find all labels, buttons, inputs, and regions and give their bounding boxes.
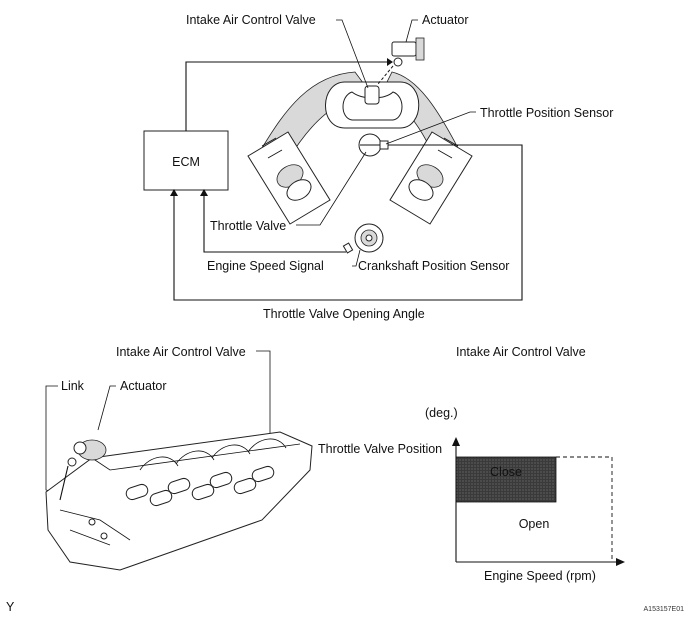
- iacv-leader: [336, 19, 369, 89]
- actuator-leader: [405, 19, 418, 43]
- system-diagram: ECM: [143, 13, 613, 321]
- manifold-actuator: [59, 439, 107, 501]
- engine-speed-line: [203, 190, 346, 253]
- ecm-box: ECM: [143, 130, 229, 191]
- label-crankshaft-position-sensor: Crankshaft Position Sensor: [358, 259, 509, 273]
- throttle-valve-leader: [296, 151, 367, 226]
- label-actuator: Actuator: [422, 13, 469, 27]
- throttle-angle-line: [173, 144, 523, 301]
- label-intake-air-control-valve: Intake Air Control Valve: [186, 13, 316, 27]
- graph-x-axis-label: Engine Speed (rpm): [484, 569, 596, 583]
- actuator-illustration: [377, 37, 425, 85]
- ecm-to-actuator-line: [185, 61, 392, 131]
- label-actuator-bottom: Actuator: [120, 379, 167, 393]
- ecm-label: ECM: [172, 155, 200, 169]
- ckp-leader: [352, 249, 361, 267]
- open-region-boundary: [556, 456, 613, 562]
- footer-left-code: Y: [6, 600, 15, 614]
- y-axis-arrow: [452, 437, 460, 446]
- graph-y-axis-label: Throttle Valve Position: [318, 442, 442, 456]
- intake-manifold-illustration: Intake Air Control Valve Link Actuator: [45, 345, 313, 571]
- engine-v-illustration: [247, 71, 473, 254]
- valve-position-graph: Intake Air Control Valve (deg.) Throttle…: [318, 345, 625, 583]
- close-region: [455, 456, 557, 503]
- label-link: Link: [61, 379, 85, 393]
- label-engine-speed-signal: Engine Speed Signal: [207, 259, 324, 273]
- label-throttle-valve-opening-angle: Throttle Valve Opening Angle: [263, 307, 425, 321]
- graph-title: Intake Air Control Valve: [456, 345, 586, 359]
- open-label: Open: [519, 517, 550, 531]
- label-throttle-valve: Throttle Valve: [210, 219, 286, 233]
- tps-leader: [385, 111, 476, 145]
- x-axis-arrow: [616, 558, 625, 566]
- close-label: Close: [490, 465, 522, 479]
- label-throttle-position-sensor: Throttle Position Sensor: [480, 106, 613, 120]
- label-iacv-bottom: Intake Air Control Valve: [116, 345, 246, 359]
- graph-unit: (deg.): [425, 406, 458, 420]
- figure-id: A153157E01: [644, 606, 685, 613]
